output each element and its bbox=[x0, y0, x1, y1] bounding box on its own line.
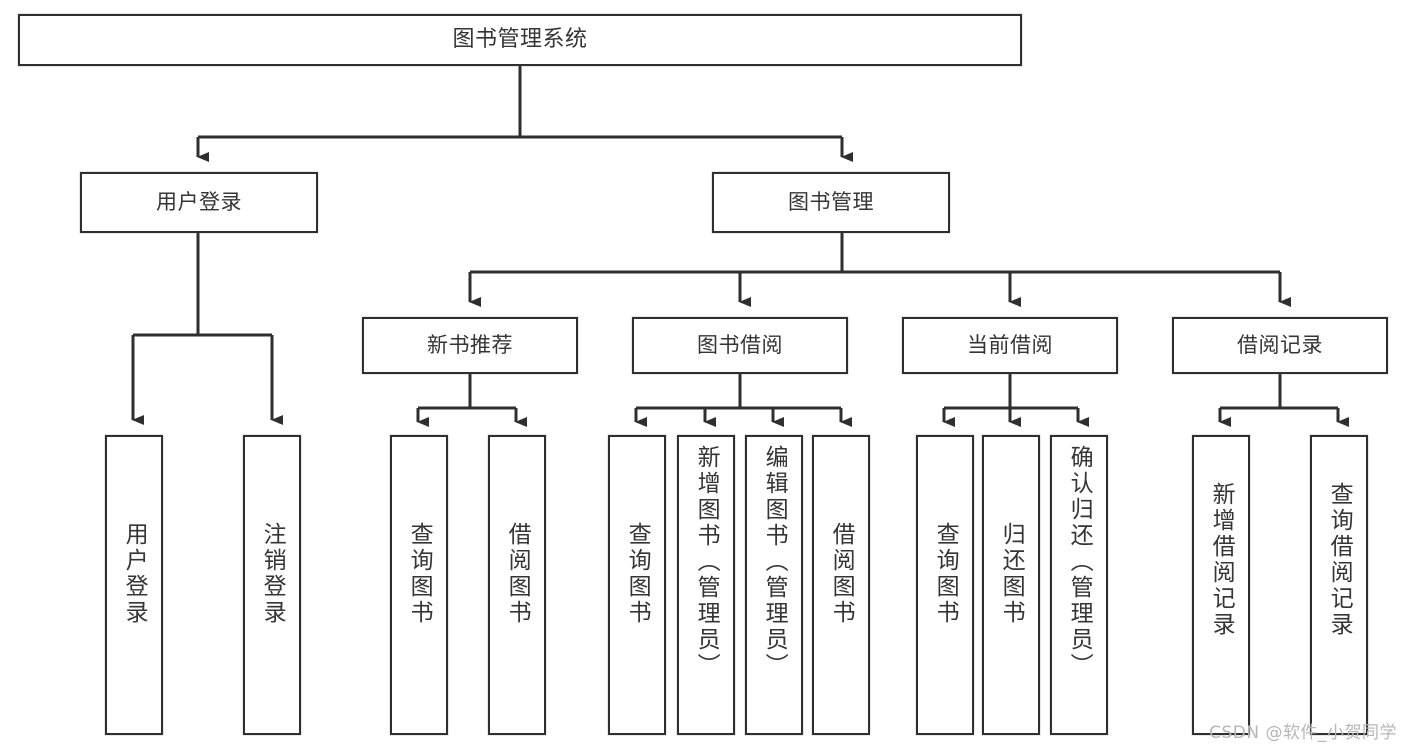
node-leaf-add-book-label: 新增图书（管理员） bbox=[693, 445, 720, 679]
node-new-book-recommend[interactable]: 新书推荐 bbox=[362, 317, 578, 374]
node-leaf-confirm-return[interactable]: 确认归还（管理员） bbox=[1050, 435, 1108, 735]
node-leaf-user-login[interactable]: 用户登录 bbox=[105, 435, 163, 735]
node-current-borrow-label: 当前借阅 bbox=[967, 333, 1053, 358]
node-book-management[interactable]: 图书管理 bbox=[712, 172, 950, 233]
node-leaf-edit-book[interactable]: 编辑图书（管理员） bbox=[745, 435, 803, 735]
node-leaf-add-record[interactable]: 新增借阅记录 bbox=[1192, 435, 1250, 735]
node-leaf-query-record[interactable]: 查询借阅记录 bbox=[1310, 435, 1368, 735]
node-leaf-logout-login[interactable]: 注销登录 bbox=[243, 435, 301, 735]
node-leaf-add-book[interactable]: 新增图书（管理员） bbox=[677, 435, 735, 735]
node-leaf-borrow-book-2-label: 借阅图书 bbox=[828, 522, 855, 626]
node-book-borrow-label: 图书借阅 bbox=[697, 333, 783, 358]
node-leaf-query-book-2[interactable]: 查询图书 bbox=[608, 435, 666, 735]
node-borrow-record[interactable]: 借阅记录 bbox=[1172, 317, 1388, 374]
node-leaf-borrow-book-1-label: 借阅图书 bbox=[504, 522, 531, 626]
node-leaf-logout-login-label: 注销登录 bbox=[259, 522, 286, 626]
node-user-login-label: 用户登录 bbox=[156, 190, 242, 215]
node-leaf-confirm-return-label: 确认归还（管理员） bbox=[1066, 445, 1093, 679]
node-leaf-return-book-label: 归还图书 bbox=[998, 522, 1025, 626]
node-new-book-recommend-label: 新书推荐 bbox=[427, 333, 513, 358]
node-root-label: 图书管理系统 bbox=[452, 27, 588, 53]
node-book-borrow[interactable]: 图书借阅 bbox=[632, 317, 848, 374]
csdn-watermark: CSDN @软件_小贺同学 bbox=[1209, 723, 1397, 743]
node-leaf-borrow-book-2[interactable]: 借阅图书 bbox=[812, 435, 870, 735]
node-leaf-query-book-3-label: 查询图书 bbox=[932, 522, 959, 626]
node-leaf-return-book[interactable]: 归还图书 bbox=[982, 435, 1040, 735]
node-borrow-record-label: 借阅记录 bbox=[1237, 333, 1323, 358]
node-leaf-borrow-book-1[interactable]: 借阅图书 bbox=[488, 435, 546, 735]
node-user-login[interactable]: 用户登录 bbox=[80, 172, 318, 233]
node-leaf-edit-book-label: 编辑图书（管理员） bbox=[761, 445, 788, 679]
node-leaf-query-book-1-label: 查询图书 bbox=[406, 522, 433, 626]
node-leaf-user-login-label: 用户登录 bbox=[121, 522, 148, 626]
node-leaf-query-book-2-label: 查询图书 bbox=[624, 522, 651, 626]
node-leaf-query-book-1[interactable]: 查询图书 bbox=[390, 435, 448, 735]
node-current-borrow[interactable]: 当前借阅 bbox=[902, 317, 1118, 374]
node-leaf-query-book-3[interactable]: 查询图书 bbox=[916, 435, 974, 735]
node-leaf-query-record-label: 查询借阅记录 bbox=[1326, 482, 1353, 638]
node-root[interactable]: 图书管理系统 bbox=[18, 14, 1022, 66]
node-book-management-label: 图书管理 bbox=[788, 190, 874, 215]
node-leaf-add-record-label: 新增借阅记录 bbox=[1208, 482, 1235, 638]
